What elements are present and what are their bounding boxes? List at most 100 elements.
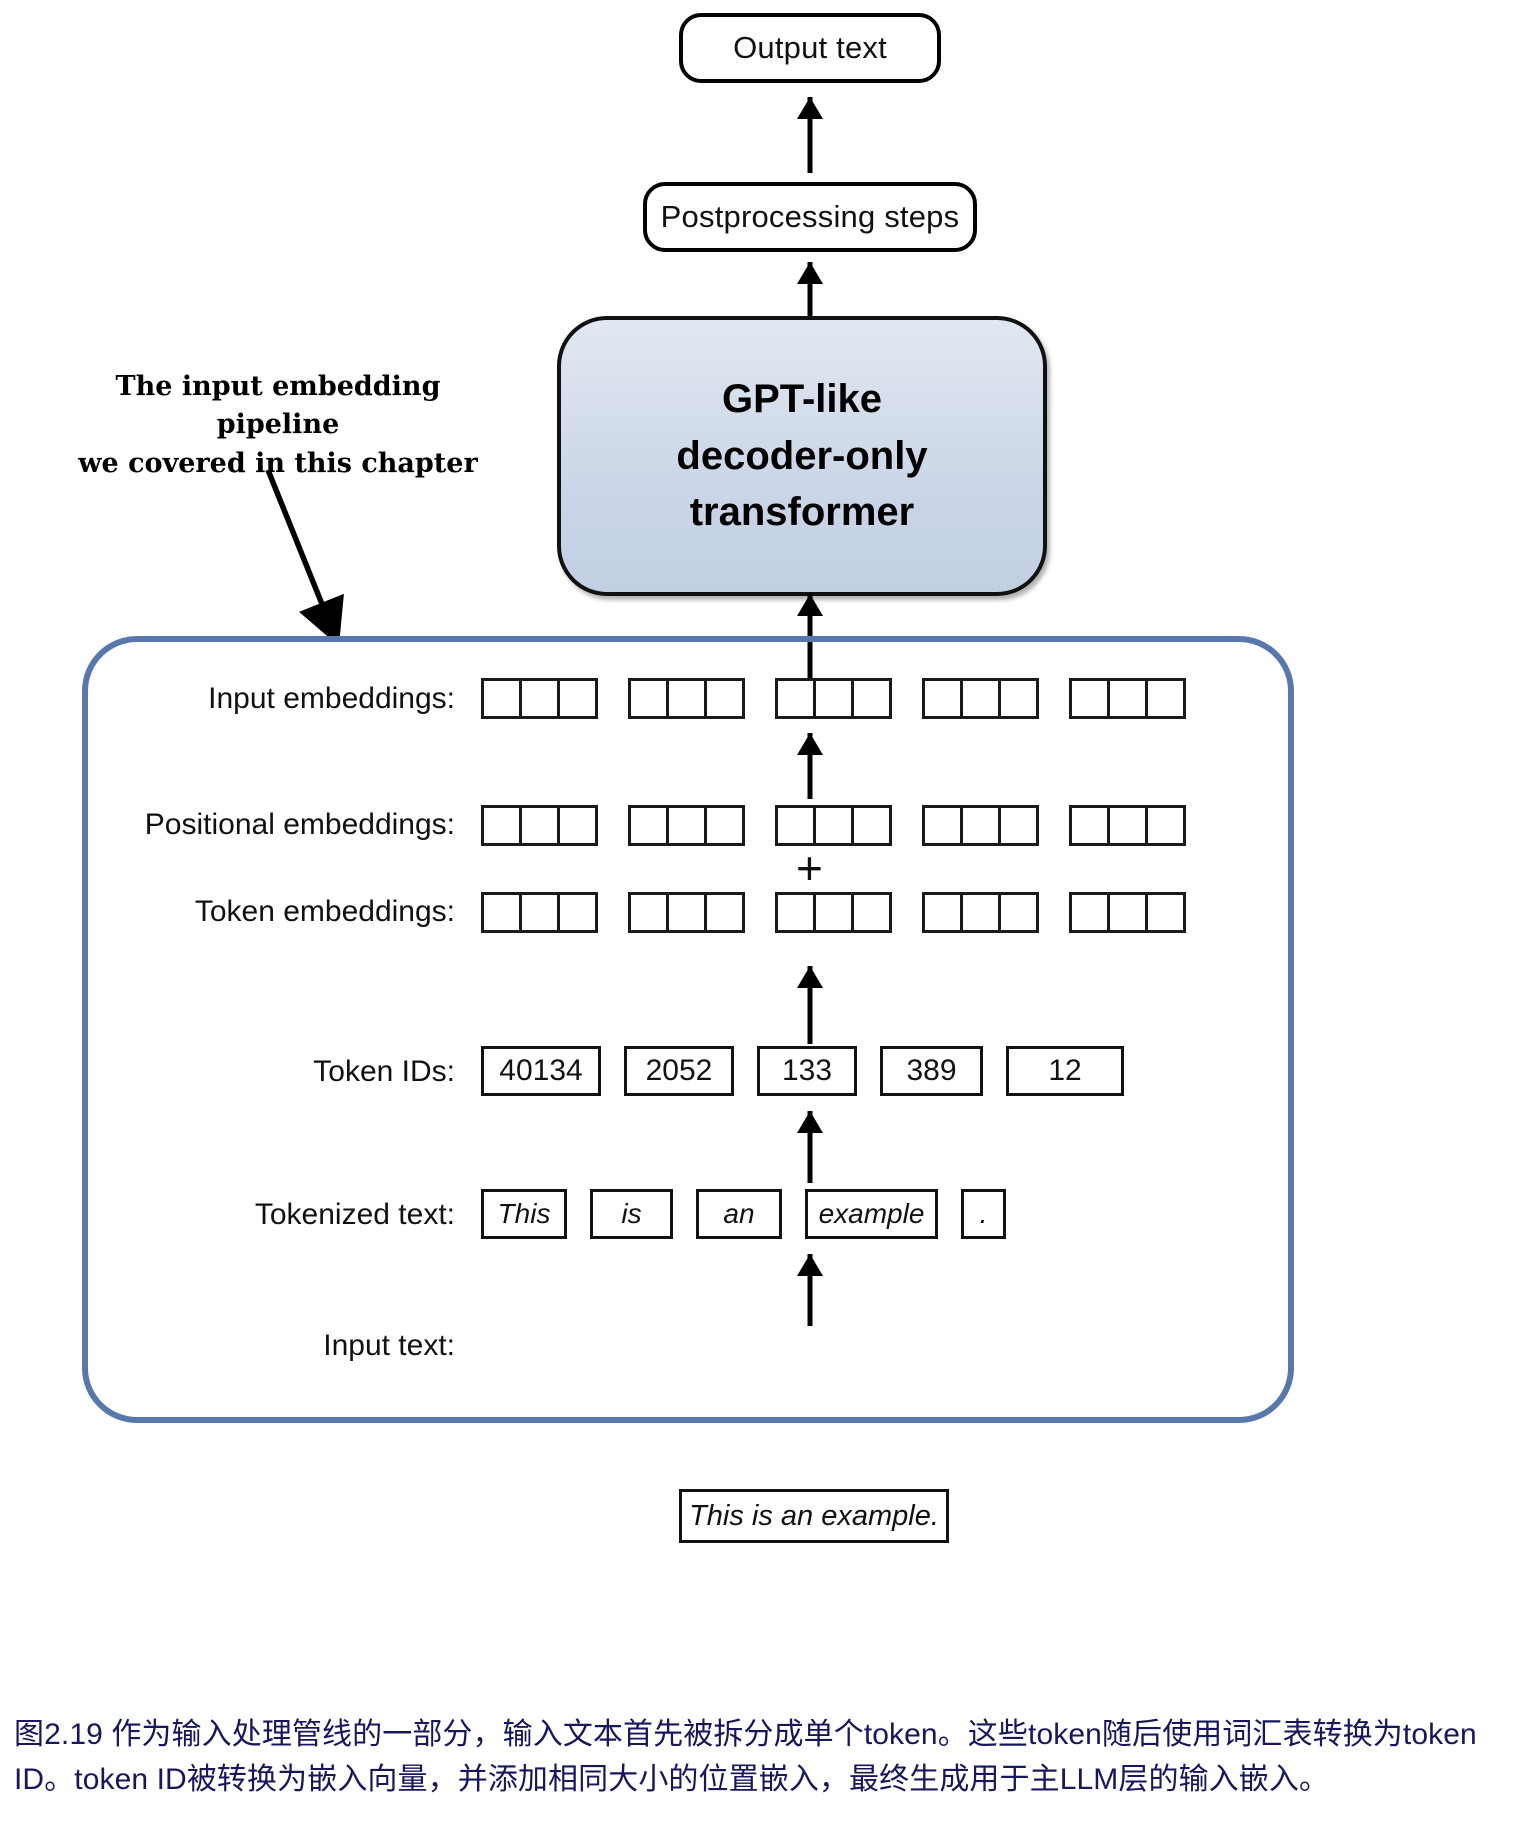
embedding-group [922,892,1039,933]
embedding-cell [960,678,1001,719]
tokenized-text-label: Tokenized text: [254,1198,455,1231]
token-embeddings-cells [481,892,1186,933]
embedding-group [481,892,598,933]
embedding-cell [813,678,854,719]
embedding-cell [775,805,816,846]
embedding-cell [1107,805,1148,846]
embedding-group [1069,678,1186,719]
input-embedding-pipeline-container [82,636,1294,1423]
embedding-cell [775,892,816,933]
embedding-group [775,805,892,846]
output-text-box: Output text [679,13,941,83]
embedding-cell [557,892,598,933]
embedding-cell [960,805,1001,846]
embedding-cell [813,892,854,933]
token-id-box: 389 [880,1046,983,1096]
arrow-postprocessing-to-output [795,97,825,173]
positional-embeddings-label: Positional embeddings: [144,808,455,841]
embedding-cell [1069,805,1110,846]
embedding-cell [813,805,854,846]
gpt-transformer-box: GPT-like decoder-only transformer [557,316,1047,596]
embedding-cell [998,678,1039,719]
embedding-cell [998,892,1039,933]
embedding-cell [1107,678,1148,719]
embedding-cell [1069,892,1110,933]
embedding-cell [519,805,560,846]
token-ids-label: Token IDs: [313,1055,455,1088]
input-text-label: Input text: [323,1329,455,1362]
embedding-cell [1145,892,1186,933]
postprocessing-steps-box: Postprocessing steps [643,182,977,252]
embedding-cell [519,892,560,933]
token-box: an [696,1189,782,1239]
embedding-cell [851,892,892,933]
token-box: This [481,1189,567,1239]
embedding-group [922,678,1039,719]
token-id-box: 40134 [481,1046,601,1096]
embedding-cell [1069,678,1110,719]
arrow-sum-to-input-embeddings [795,733,825,799]
embedding-cell [557,678,598,719]
embedding-cell [960,892,1001,933]
embedding-group [628,678,745,719]
token-id-box: 2052 [624,1046,734,1096]
embedding-cell [481,892,522,933]
arrow-embeddings-to-gpt [795,594,825,710]
token-id-box: 12 [1006,1046,1124,1096]
arrow-tokenids-to-embeddings [795,966,825,1044]
postprocessing-label: Postprocessing steps [660,199,960,234]
embedding-group [1069,892,1186,933]
input-text-box: This is an example. [679,1489,949,1543]
token-box: is [590,1189,673,1239]
input-embeddings-cells [481,678,1186,719]
embedding-cell [628,892,669,933]
annotation-arrow-icon [265,468,344,642]
embedding-cell [1145,805,1186,846]
embedding-cell [1107,892,1148,933]
embedding-cell [704,805,745,846]
embedding-group [922,805,1039,846]
plus-sign: + [796,842,823,894]
embedding-cell [922,805,963,846]
embedding-group [1069,805,1186,846]
embedding-cell [481,678,522,719]
embedding-cell [775,678,816,719]
token-box: . [961,1189,1006,1239]
embedding-cell [666,892,707,933]
embedding-group [481,805,598,846]
arrow-gpt-to-postprocessing [795,262,825,320]
token-box: example [805,1189,938,1239]
embedding-cell [922,892,963,933]
embedding-cell [628,805,669,846]
output-text-label: Output text [733,30,887,65]
embedding-cell [851,678,892,719]
token-embeddings-label: Token embeddings: [194,895,455,928]
positional-embeddings-cells [481,805,1186,846]
embedding-cell [519,678,560,719]
arrow-inputtext-to-tokens [795,1254,825,1326]
figure-caption: 图2.19 作为输入处理管线的一部分，输入文本首先被拆分成单个token。这些t… [14,1718,1477,1796]
embedding-cell [628,678,669,719]
embedding-cell [557,805,598,846]
arrow-tokens-to-tokenids [795,1111,825,1183]
embedding-group [481,678,598,719]
gpt-transformer-label: GPT-like decoder-only transformer [676,376,928,535]
input-embeddings-label: Input embeddings: [208,682,455,715]
embedding-cell [922,678,963,719]
embedding-cell [666,805,707,846]
token-ids-boxes: 40134 2052 133 389 12 [481,1046,1124,1096]
embedding-group [775,678,892,719]
token-id-box: 133 [757,1046,857,1096]
embedding-group [775,892,892,933]
pipeline-annotation-text: The input embedding pipeline we covered … [78,371,478,479]
embedding-cell [704,892,745,933]
embedding-cell [666,678,707,719]
embedding-cell [851,805,892,846]
embedding-cell [704,678,745,719]
embedding-group [628,892,745,933]
embedding-cell [998,805,1039,846]
embedding-group [628,805,745,846]
embedding-cell [1145,678,1186,719]
